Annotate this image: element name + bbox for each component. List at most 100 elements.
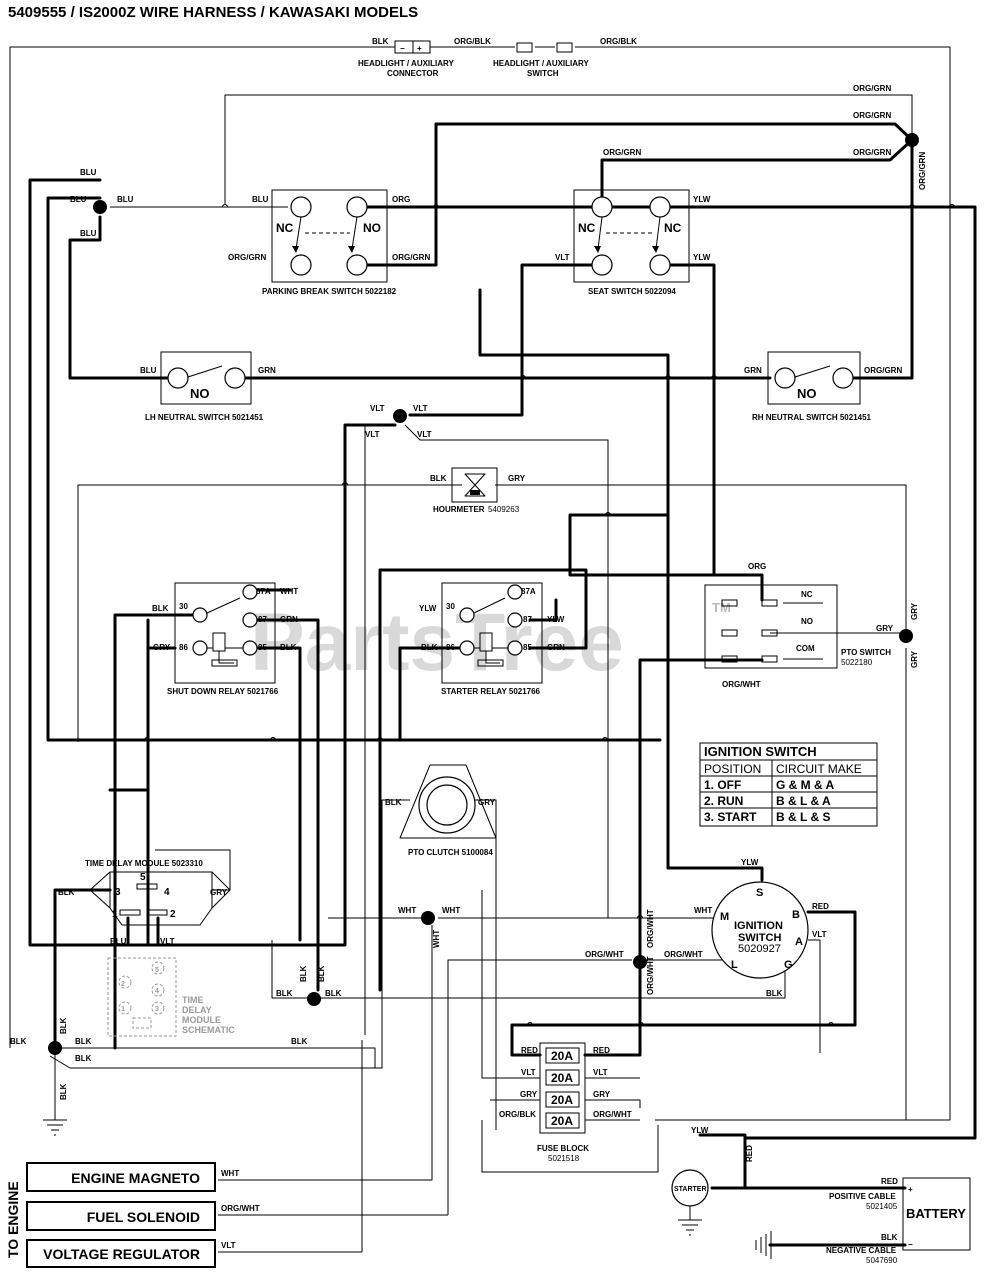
svg-text:SEAT SWITCH 5022094: SEAT SWITCH 5022094 bbox=[588, 287, 676, 296]
svg-text:SWITCH: SWITCH bbox=[738, 932, 781, 944]
svg-text:HEADLIGHT / AUXILIARY: HEADLIGHT / AUXILIARY bbox=[493, 59, 590, 68]
svg-text:BLK: BLK bbox=[372, 37, 389, 46]
svg-text:POSITION: POSITION bbox=[704, 762, 761, 776]
svg-text:NC: NC bbox=[664, 221, 682, 235]
voltage-regulator-label: VOLTAGE REGULATOR bbox=[43, 1246, 200, 1262]
svg-text:ORG/GRN: ORG/GRN bbox=[918, 152, 927, 190]
svg-text:ORG/WHT: ORG/WHT bbox=[646, 909, 655, 948]
headlight-switch: HEADLIGHT / AUXILIARY SWITCH bbox=[493, 42, 590, 78]
pto-switch: NC NO COM PTO SWITCH 5022180 bbox=[704, 584, 891, 669]
svg-text:STARTER RELAY 5021766: STARTER RELAY 5021766 bbox=[441, 687, 541, 696]
watermark-tm: TM bbox=[712, 600, 731, 615]
svg-text:NO: NO bbox=[363, 221, 381, 235]
svg-text:5047690: 5047690 bbox=[866, 1256, 898, 1265]
fuse-block: 20A 20A 20A 20A FUSE BLOCK 5021518 bbox=[537, 1042, 589, 1163]
svg-text:L: L bbox=[731, 959, 738, 971]
svg-text:3. START: 3. START bbox=[704, 810, 757, 824]
node-5 bbox=[633, 955, 647, 969]
svg-text:NC: NC bbox=[801, 590, 813, 599]
ignition-table: IGNITION SWITCH POSITION CIRCUIT MAKE 1.… bbox=[699, 742, 878, 827]
svg-text:A: A bbox=[795, 936, 803, 948]
svg-text:VLT: VLT bbox=[221, 1241, 236, 1250]
svg-text:5021405: 5021405 bbox=[866, 1202, 898, 1211]
svg-text:PTO CLUTCH 5100084: PTO CLUTCH 5100084 bbox=[408, 848, 493, 857]
svg-text:GRY: GRY bbox=[910, 650, 919, 668]
svg-text:VLT: VLT bbox=[812, 930, 827, 939]
svg-text:BLK: BLK bbox=[881, 1233, 898, 1242]
svg-text:GRY: GRY bbox=[910, 602, 919, 620]
svg-text:MODULE: MODULE bbox=[182, 1015, 221, 1025]
svg-text:IGNITION SWITCH: IGNITION SWITCH bbox=[704, 744, 817, 759]
svg-text:BLK: BLK bbox=[58, 888, 75, 897]
engine-magneto-label: ENGINE MAGNETO bbox=[71, 1170, 200, 1186]
svg-text:CIRCUIT MAKE: CIRCUIT MAKE bbox=[776, 762, 862, 776]
svg-text:1. OFF: 1. OFF bbox=[704, 778, 741, 792]
svg-text:1: 1 bbox=[121, 1006, 125, 1013]
svg-text:+: + bbox=[417, 44, 422, 53]
svg-text:ORG/WHT: ORG/WHT bbox=[593, 1110, 632, 1119]
svg-text:NEGATIVE CABLE: NEGATIVE CABLE bbox=[826, 1246, 897, 1255]
svg-text:5409263: 5409263 bbox=[488, 505, 520, 514]
svg-text:GRY: GRY bbox=[508, 474, 526, 483]
starter: STARTER bbox=[671, 1169, 709, 1207]
svg-text:VLT: VLT bbox=[593, 1068, 608, 1077]
svg-text:4: 4 bbox=[155, 988, 159, 995]
svg-text:BATTERY: BATTERY bbox=[906, 1206, 966, 1221]
svg-text:85: 85 bbox=[258, 643, 267, 652]
svg-text:7: 7 bbox=[909, 136, 915, 147]
svg-text:ORG/GRN: ORG/GRN bbox=[392, 253, 430, 262]
svg-text:VLT: VLT bbox=[370, 404, 385, 413]
svg-text:BLK: BLK bbox=[10, 1037, 27, 1046]
thick-wires bbox=[28, 122, 977, 1247]
svg-text:CONNECTOR: CONNECTOR bbox=[387, 69, 439, 78]
svg-text:GRY: GRY bbox=[210, 888, 228, 897]
svg-text:BLK: BLK bbox=[317, 965, 326, 982]
svg-text:RED: RED bbox=[745, 1145, 754, 1162]
svg-text:NC: NC bbox=[276, 221, 294, 235]
svg-text:TIME: TIME bbox=[182, 995, 204, 1005]
svg-text:YLW: YLW bbox=[419, 604, 437, 613]
node-2 bbox=[307, 992, 321, 1006]
svg-text:6: 6 bbox=[97, 203, 103, 214]
diagram-title: 5409555 / IS2000Z WIRE HARNESS / KAWASAK… bbox=[8, 4, 418, 21]
svg-text:BLK: BLK bbox=[280, 643, 297, 652]
svg-text:WHT: WHT bbox=[221, 1169, 239, 1178]
svg-text:RED: RED bbox=[521, 1046, 538, 1055]
svg-text:GRY: GRY bbox=[478, 798, 496, 807]
svg-text:BLU: BLU bbox=[70, 195, 87, 204]
svg-text:IGNITION: IGNITION bbox=[734, 920, 783, 932]
svg-text:30: 30 bbox=[179, 602, 188, 611]
thin-wires bbox=[9, 46, 951, 1253]
svg-text:87: 87 bbox=[523, 615, 532, 624]
headlight-connector: − + HEADLIGHT / AUXILIARY CONNECTOR bbox=[358, 40, 455, 78]
wire-crossings bbox=[143, 204, 956, 1026]
time-delay-schematic: 2 5 4 1 3 TIME DELAY MODULE SCHEMATIC bbox=[107, 957, 235, 1037]
node-6 bbox=[93, 200, 107, 214]
svg-text:ORG/GRN: ORG/GRN bbox=[603, 148, 641, 157]
svg-text:GRY: GRY bbox=[876, 624, 894, 633]
node-3 bbox=[421, 911, 435, 925]
svg-text:87A: 87A bbox=[256, 587, 271, 596]
svg-text:5: 5 bbox=[637, 958, 643, 969]
hourmeter: HOURMETER 5409263 bbox=[433, 467, 520, 514]
ignition-switch: IGNITION SWITCH 5020927 S M B A L G bbox=[711, 881, 809, 979]
node-7 bbox=[905, 133, 919, 147]
svg-text:87: 87 bbox=[258, 615, 267, 624]
svg-text:5022180: 5022180 bbox=[841, 658, 873, 667]
svg-text:20A: 20A bbox=[551, 1071, 573, 1085]
svg-text:BLK: BLK bbox=[421, 643, 438, 652]
ground-symbols bbox=[43, 1119, 772, 1259]
shut-down-relay: 30 87A 87 86 85 SHUT DOWN RELAY 5021766 bbox=[167, 582, 279, 696]
svg-text:2: 2 bbox=[311, 995, 317, 1006]
svg-text:HOURMETER: HOURMETER bbox=[433, 505, 485, 514]
svg-text:ORG/WHT: ORG/WHT bbox=[221, 1204, 260, 1213]
svg-text:BLK: BLK bbox=[75, 1054, 92, 1063]
svg-text:RH NEUTRAL SWITCH 5021451: RH NEUTRAL SWITCH 5021451 bbox=[752, 413, 872, 422]
svg-text:YLW: YLW bbox=[691, 1126, 709, 1135]
seat-switch: NC NC SEAT SWITCH 5022094 bbox=[573, 189, 690, 296]
svg-text:BLK: BLK bbox=[385, 798, 402, 807]
svg-text:VLT: VLT bbox=[365, 430, 380, 439]
svg-text:20A: 20A bbox=[551, 1093, 573, 1107]
svg-text:S: S bbox=[756, 887, 763, 899]
